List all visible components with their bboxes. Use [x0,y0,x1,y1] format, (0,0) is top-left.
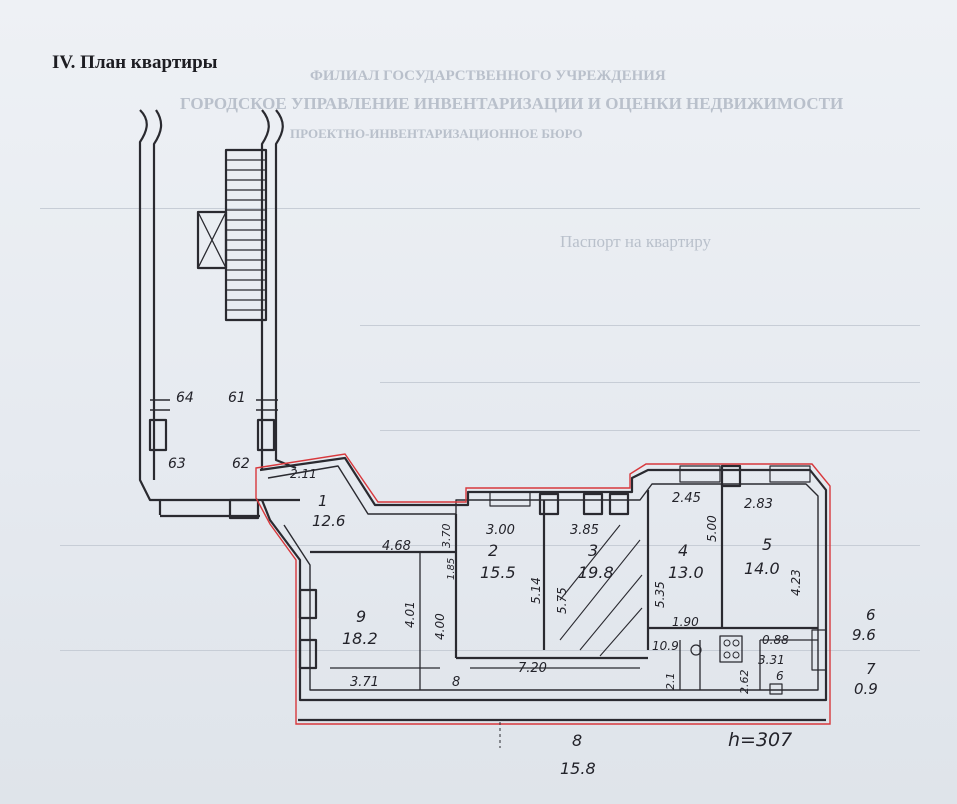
ghost-text-1: ФИЛИАЛ ГОСУДАРСТВЕННОГО УЧРЕЖДЕНИЯ [310,68,666,84]
dimension: 4.68 [382,539,411,554]
stair-wall-left [138,109,162,515]
apartment-boundary [255,453,831,725]
window [679,465,721,483]
dimension: 0.88 [762,633,789,647]
dimension: 2.1 [664,673,677,691]
room-number: 7 [866,660,876,678]
room-hatch [559,524,643,657]
partition [679,640,701,690]
lift-shaft [196,210,228,270]
dimension: 10.9 [652,639,679,653]
stair-label: 61 [228,390,246,406]
ghost-line [380,382,920,383]
ghost-text-4: Паспорт на квартиру [560,232,711,251]
room-number: 1 [318,492,328,510]
dimension: 4.00 [433,613,447,640]
dimension: 5.75 [555,587,569,614]
ghost-line [60,650,920,651]
ceiling-height: h=307 [728,729,792,751]
room-area: 15.5 [480,563,516,582]
window [489,491,531,507]
stair-wall-right-inner [260,109,270,470]
stair-label: 63 [168,456,186,472]
wall-pier [720,464,742,488]
room-number: 3 [588,541,598,560]
dimension: 5.14 [529,577,543,604]
dimension: 7.20 [518,661,547,676]
dimension: 2.83 [744,497,773,512]
wall-pier [228,498,260,520]
room-area: 0.9 [854,680,878,698]
ghost-line [60,545,920,546]
dimension: 3.71 [350,675,379,690]
stair-treads [226,159,266,311]
room-number: 5 [762,535,772,554]
ghost-text-2: ГОРОДСКОЕ УПРАВЛЕНИЕ ИНВЕНТАРИЗАЦИИ И ОЦ… [180,94,844,113]
stair-wall-left-inner [152,109,163,480]
room-area: 13.0 [668,563,704,582]
toilet-icon [690,644,702,656]
burner [723,651,731,659]
room-area: 19.8 [578,563,614,582]
page-title: IV. План квартиры [52,52,218,73]
stair-label: 62 [232,456,250,472]
room-area: 12.6 [312,512,345,530]
dimension: 3.70 [440,524,453,549]
window [811,629,827,671]
room-area: 14.0 [744,559,780,578]
ghost-text-3: ПРОЕКТНО-ИНВЕНТАРИЗАЦИОННОЕ БЮРО [290,126,583,141]
room-area: 18.2 [342,629,378,648]
wall-pier [148,418,168,452]
room-area: 15.8 [560,759,596,778]
lift-cross [197,211,227,269]
room-area: 9.6 [852,626,876,644]
dimension: 4.23 [789,569,803,596]
window [298,588,318,620]
dimension: 3.00 [486,523,515,538]
dimension: 2.62 [738,670,751,695]
dimension: 4.01 [403,601,417,628]
burner [732,639,740,647]
stove-icon [719,635,743,663]
dimension: 1.85 [446,558,457,580]
dimension: 8 [452,675,460,690]
room-number: 2 [488,541,498,560]
window [298,638,318,670]
apartment-inner-wall [267,465,819,691]
room-number: 9 [356,607,366,626]
burner [732,651,740,659]
stair-label: 64 [176,390,194,406]
burner [723,639,731,647]
partition [759,639,818,690]
wall-pier [608,492,630,516]
dimension: 6 [776,669,784,683]
room-number: 4 [678,541,688,560]
dimension: 5.35 [653,581,667,608]
window [769,465,811,483]
dimension: 5.00 [705,515,719,542]
dimension: 2.11 [290,467,317,481]
ghost-line [360,325,920,326]
room-number: 6 [866,606,876,624]
dimension: 2.45 [672,491,701,506]
wall-pier [582,492,604,516]
dimension: 3.85 [570,523,599,538]
landing-door-marks [150,399,278,411]
ghost-line [40,208,920,209]
sink-icon [769,683,783,695]
stair-flight [224,148,268,322]
dimension: 1.90 [672,615,699,629]
ghost-line [380,430,920,431]
dimension: 3.31 [758,653,785,667]
wall-pier [538,492,560,516]
stair-wall-right [274,109,297,470]
wall-pier [256,418,276,452]
room-number: 8 [572,731,582,750]
